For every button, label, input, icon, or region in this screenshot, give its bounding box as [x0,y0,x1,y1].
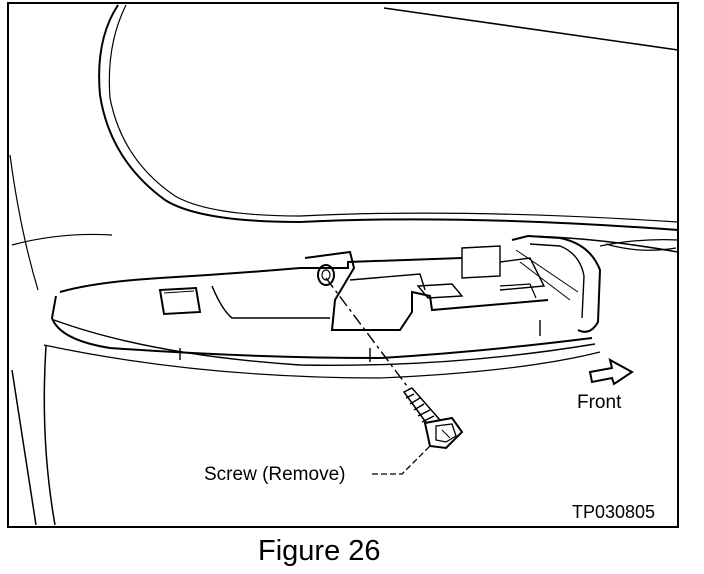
figure-caption: Figure 26 [258,535,381,567]
figure-border [7,2,679,528]
front-label: Front [577,392,622,413]
upper-trim-panel [9,4,679,291]
front-arrow-icon [588,358,634,386]
screw-label: Screw (Remove) [204,464,345,485]
figure-code: TP030805 [572,502,655,522]
screw-axis-line [325,277,417,399]
lower-door-panel [11,345,56,526]
armrest-panel [43,257,601,379]
mounting-bracket [304,245,549,331]
screw [402,387,464,450]
front-trim-cap [511,234,679,333]
screw-leader-line [372,445,431,475]
